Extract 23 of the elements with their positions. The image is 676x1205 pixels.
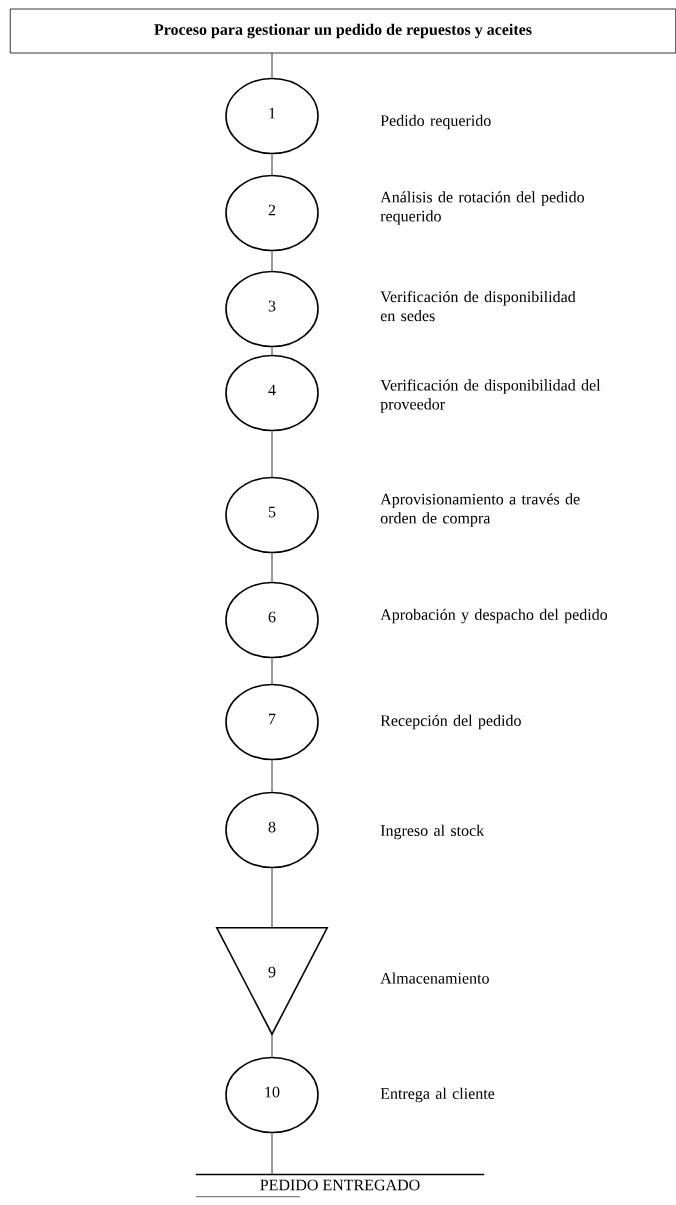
connector-line <box>271 552 273 583</box>
step-label: Entrega al cliente <box>380 1087 495 1103</box>
connector-line <box>271 867 273 929</box>
step-label: Aprobación y despacho del pedido <box>380 608 608 624</box>
connector-line <box>271 1033 273 1058</box>
step-label: Aprovisionamiento a través de orden de compra <box>380 493 580 527</box>
end-bar: PEDIDO ENTREGADO <box>195 1173 485 1198</box>
connector-line <box>271 346 273 356</box>
connector-line <box>271 657 273 685</box>
step-label: Recepción del pedido <box>380 714 521 730</box>
step-label: Análisis de rotación del pedido requerido <box>380 191 584 225</box>
connector-line <box>271 430 273 478</box>
connector-line <box>271 759 273 793</box>
connector-line <box>271 1132 273 1175</box>
step-label: Ingreso al stock <box>380 824 485 840</box>
connector-line <box>271 250 273 272</box>
step-label: Pedido requerido <box>380 114 491 130</box>
step-label: Verificación de disponibilidad del proveedor <box>380 379 601 413</box>
step-label: Verificación de disponibilidad en sedes <box>380 290 576 322</box>
connector-line <box>271 53 273 79</box>
title-box: Proceso para gestionar un pedido de repuestos y aceites <box>9 8 676 54</box>
step-label: Almacenamiento <box>380 972 489 984</box>
connector-line <box>271 153 273 176</box>
